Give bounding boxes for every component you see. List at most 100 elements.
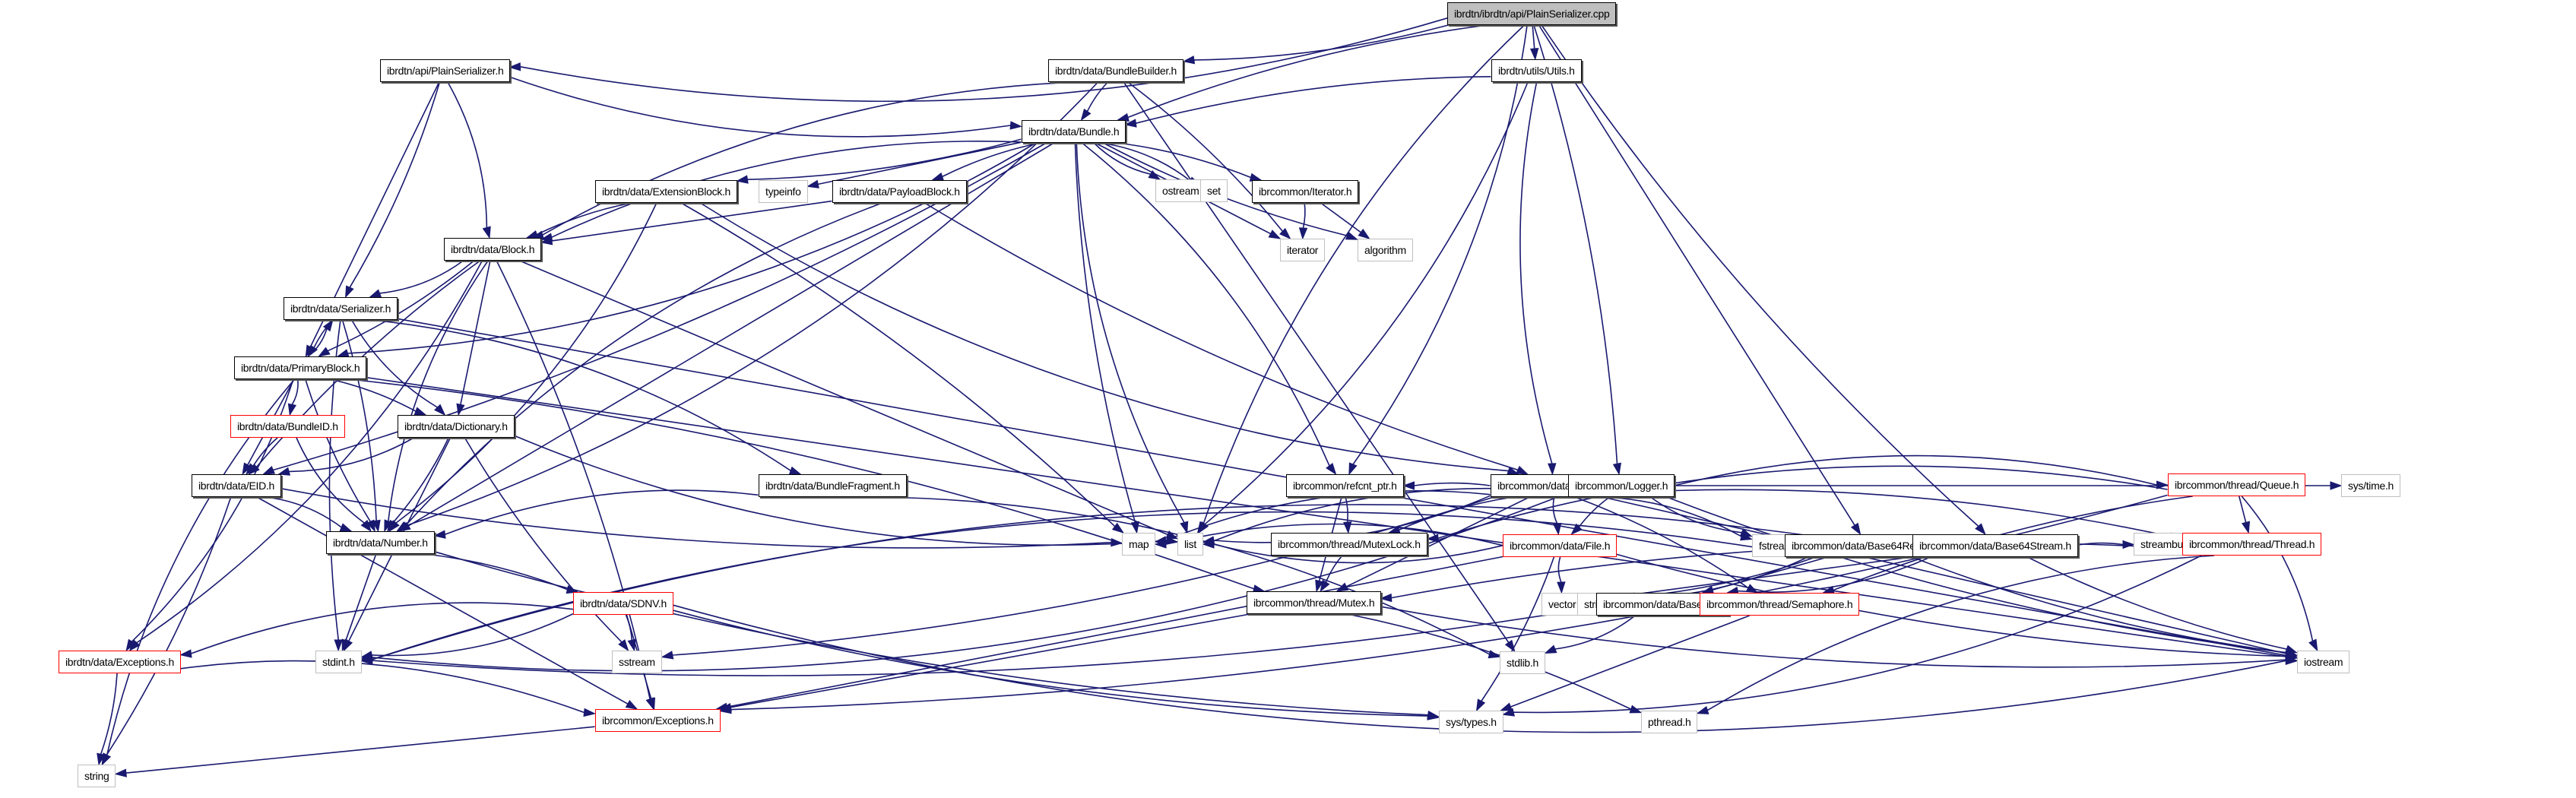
- edge-BLOB_h-to-iostream: [1602, 496, 2287, 654]
- node-vector: vector: [1541, 593, 1583, 616]
- edge-PrimaryBlock_h-to-Serializer_h: [307, 328, 328, 357]
- node-file-h[interactable]: ibrcommon/data/File.h: [1503, 534, 1618, 557]
- node-payloadblock-h[interactable]: ibrdtn/data/PayloadBlock.h: [832, 180, 967, 203]
- arrowhead-icon: [1315, 579, 1324, 593]
- edge-ExtensionBlock_h-to-Number_h: [395, 202, 657, 524]
- edge-BLOB_h-to-refcnt_ptr_h: [1414, 482, 1491, 486]
- edge-PrimaryBlock_h-to-iostream: [366, 376, 2286, 657]
- node-queue-h[interactable]: ibrcommon/thread/Queue.h: [2168, 473, 2306, 496]
- arrowhead-icon: [1475, 698, 1486, 712]
- node-mutexlock-h[interactable]: ibrcommon/thread/MutexLock.h: [1271, 533, 1427, 556]
- edge-Mutex_h-to-iostream: [1380, 606, 2286, 668]
- edge-Dictionary_h-to-sstream: [464, 437, 623, 643]
- arrowhead-icon: [1279, 227, 1291, 240]
- node-string: string: [78, 765, 116, 787]
- node-mutex-h[interactable]: ibrcommon/thread/Mutex.h: [1247, 591, 1382, 614]
- node-root[interactable]: ibrdtn/ibrdtn/api/PlainSerializer.cpp: [1447, 2, 1617, 25]
- edge-BundleBuilder_h-to-iterator: [1127, 81, 1283, 232]
- node-block-h[interactable]: ibrdtn/data/Block.h: [444, 238, 542, 261]
- edge-Bundle_h-to-ExtensionBlock_h: [747, 138, 1022, 180]
- edge-Utils_h-to-list: [1204, 81, 1529, 525]
- arrowhead-icon: [625, 699, 638, 710]
- node-extensionblock-h[interactable]: ibrdtn/data/ExtensionBlock.h: [595, 180, 738, 203]
- edge-root-to-PlainSerializer_h: [520, 17, 1448, 103]
- arrowhead-icon: [931, 172, 944, 181]
- node-bundlefragment-h[interactable]: ibrdtn/data/BundleFragment.h: [759, 474, 907, 497]
- node-semaphore-h[interactable]: ibrcommon/thread/Semaphore.h: [1700, 593, 1860, 616]
- edge-root-to-Bundle_h: [1127, 24, 1488, 119]
- arrowhead-icon: [341, 638, 350, 652]
- node-primaryblock-h[interactable]: ibrdtn/data/PrimaryBlock.h: [234, 356, 367, 379]
- node-bundlebuilder-h[interactable]: ibrdtn/data/BundleBuilder.h: [1048, 59, 1184, 82]
- node-bundleid-h[interactable]: ibrdtn/data/BundleID.h: [230, 415, 345, 438]
- edge-EID_h-to-map: [280, 488, 1112, 549]
- edge-Mutex_h-to-pthread_h: [1347, 613, 1632, 710]
- arrowhead-icon: [242, 462, 252, 476]
- arrowhead-icon: [287, 403, 297, 416]
- arrowhead-icon: [334, 639, 343, 652]
- arrowhead-icon: [788, 466, 802, 475]
- edge-ExtensionBlock_h-to-map: [680, 202, 1116, 527]
- node-bundle-h[interactable]: ibrdtn/data/Bundle.h: [1022, 120, 1126, 143]
- node-sys-time-h: sys/time.h: [2341, 474, 2401, 497]
- arrowhead-icon: [360, 656, 373, 665]
- edge-PrimaryBlock_h-to-Number_h: [305, 378, 371, 522]
- arrowhead-icon: [369, 289, 382, 298]
- edge-Number_h-to-stdint_h: [345, 553, 377, 641]
- edge-Mutex_h-to-CommonExceptions_h: [730, 613, 1250, 708]
- node-common-exceptions-h[interactable]: ibrcommon/Exceptions.h: [595, 709, 721, 732]
- arrowhead-icon: [2284, 644, 2298, 654]
- node-utils-h[interactable]: ibrdtn/utils/Utils.h: [1491, 59, 1582, 82]
- node-serializer-h[interactable]: ibrdtn/data/Serializer.h: [284, 297, 398, 320]
- edge-Number_h-to-systypes_h: [434, 551, 1428, 716]
- node-data-exceptions-h[interactable]: ibrdtn/data/Exceptions.h: [59, 651, 182, 673]
- arrowhead-icon: [1516, 465, 1529, 475]
- edge-Queue_h-to-MutexLock_h: [1437, 465, 2168, 539]
- edge-BundleBuilder_h-to-Bundle_h: [1086, 81, 1109, 112]
- edge-PlainSerializer_h-to-Block_h: [447, 81, 488, 228]
- arrowhead-icon: [1529, 48, 1539, 61]
- arrowhead-icon: [525, 230, 539, 239]
- edge-Bundle_h-to-PayloadBlock_h: [942, 142, 1041, 178]
- node-map: map: [1122, 533, 1156, 556]
- node-pthread-h: pthread.h: [1641, 711, 1698, 733]
- edge-BundleFragment_h-to-Number_h: [445, 489, 759, 535]
- arrowhead-icon: [179, 649, 192, 658]
- edge-Block_h-to-Serializer_h: [379, 260, 464, 294]
- arrowhead-icon: [1612, 462, 1622, 476]
- edge-Number_h-to-SDNV_h: [425, 553, 568, 591]
- arrowhead-icon: [434, 404, 446, 416]
- arrowhead-icon: [1111, 522, 1125, 534]
- node-number-h[interactable]: ibrdtn/data/Number.h: [326, 531, 435, 554]
- edge-Base64Stream_h-to-iostream: [2026, 556, 2287, 650]
- edge-Semaphore_h-to-systypes_h: [1510, 615, 1750, 708]
- edge-MutexLock_h-to-Mutex_h: [1325, 555, 1343, 583]
- node-thread-h[interactable]: ibrcommon/thread/Thread.h: [2182, 533, 2322, 556]
- node-base64stream-h[interactable]: ibrcommon/data/Base64Stream.h: [1912, 534, 2078, 557]
- node-eid-h[interactable]: ibrdtn/data/EID.h: [192, 474, 281, 497]
- node-ostream: ostream: [1155, 179, 1206, 202]
- node-sdnv-h[interactable]: ibrdtn/data/SDNV.h: [573, 592, 673, 615]
- edge-EID_h-to-Number_h: [265, 496, 342, 528]
- edge-BLOB_h-to-fstream: [1595, 496, 1742, 537]
- node-dictionary-h[interactable]: ibrdtn/data/Dictionary.h: [398, 415, 515, 438]
- edge-root-to-list: [1202, 24, 1525, 524]
- node-logger-h[interactable]: ibrcommon/Logger.h: [1568, 474, 1675, 497]
- arrowhead-icon: [509, 62, 521, 71]
- edge-root-to-Base64Stream_h: [1541, 24, 1979, 527]
- node-plainserializer-h[interactable]: ibrdtn/api/PlainSerializer.h: [380, 59, 511, 82]
- edge-Logger_h-to-Queue_h: [1674, 454, 2157, 486]
- node-sstream: sstream: [612, 651, 662, 673]
- arrowhead-icon: [1975, 523, 1986, 536]
- node-iterator-h[interactable]: ibrcommon/Iterator.h: [1252, 180, 1359, 203]
- edge-Bundle_h-to-map: [1074, 142, 1136, 523]
- arrowhead-icon: [1426, 534, 1439, 543]
- node-refcnt-ptr-h[interactable]: ibrcommon/refcnt_ptr.h: [1286, 474, 1404, 497]
- arrowhead-icon: [1111, 537, 1123, 547]
- edge-File_h-to-list: [1213, 543, 1503, 564]
- arrowhead-icon: [1202, 540, 1215, 549]
- arrowhead-icon: [661, 651, 674, 660]
- arrowhead-icon: [1298, 227, 1308, 240]
- node-stdlib-h: stdlib.h: [1500, 651, 1545, 674]
